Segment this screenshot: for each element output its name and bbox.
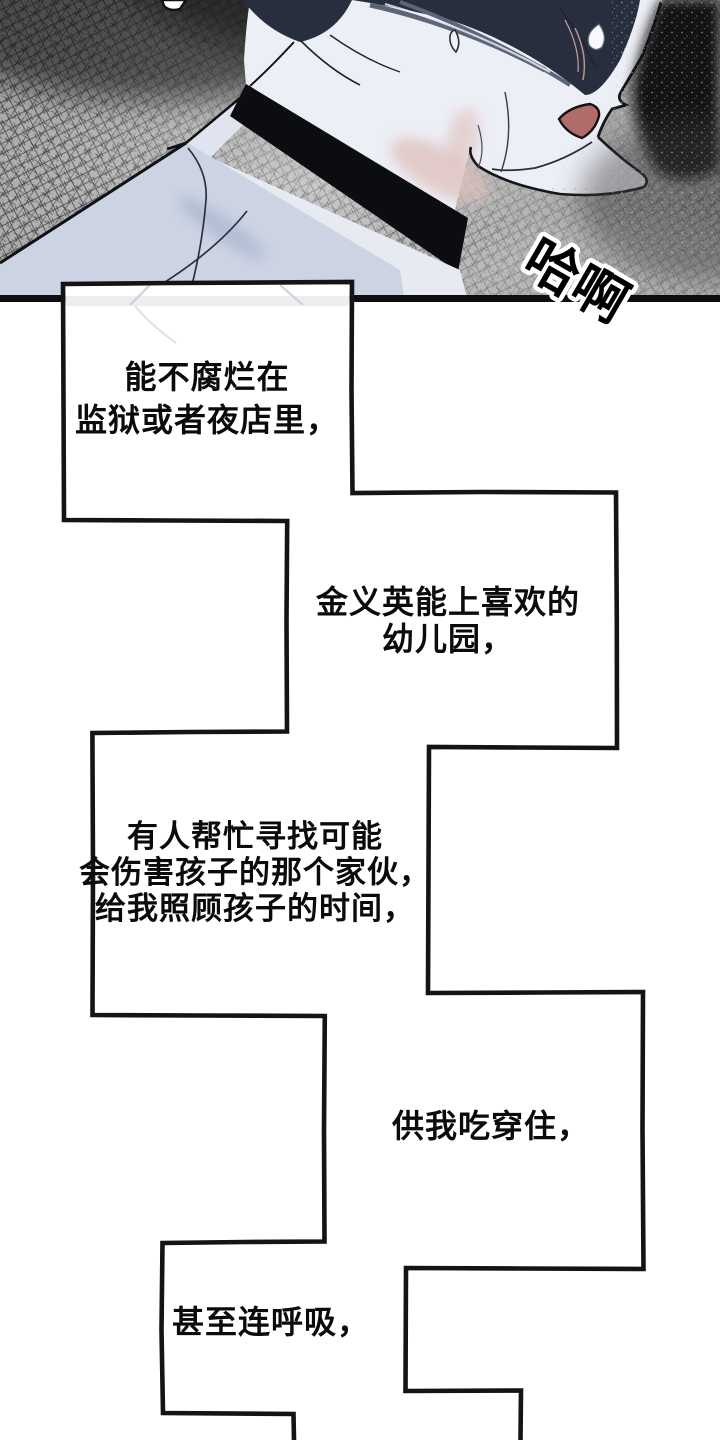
narration-line: 幼儿园， <box>381 620 515 658</box>
loose-strand-1 <box>299 39 361 86</box>
narration-box-2: 金义英能上喜欢的 幼儿园， <box>316 584 580 658</box>
loose-strand-3 <box>559 7 597 69</box>
narration-line: 监狱或者夜店里， <box>74 401 340 439</box>
hair-gap-strand <box>384 2 551 73</box>
narration-line: 会伤害孩子的那个家伙， <box>79 855 431 891</box>
narration-line: 给我照顾孩子的时间， <box>95 891 415 927</box>
nape-line <box>249 41 295 87</box>
tear-drop <box>587 23 606 51</box>
narration-line: 能不腐烂在 <box>124 358 290 396</box>
shoulder-shadow <box>178 196 266 260</box>
narration-line: 供我吃穿住， <box>391 1107 591 1145</box>
collar-notch <box>166 141 187 151</box>
neck-crease-2 <box>477 124 483 169</box>
narration-box-1: 能不腐烂在 监狱或者夜店里， <box>75 356 339 442</box>
narration-box-5: 甚至连呼吸， <box>172 1301 370 1343</box>
neck-crease-1 <box>500 91 510 173</box>
mouth <box>557 102 601 140</box>
collar-edge <box>185 87 253 144</box>
chest-tint <box>390 137 490 203</box>
sfx-text: 哈啊 <box>514 227 639 336</box>
hair-highlight-strand-2 <box>399 0 572 87</box>
sweat-drop <box>449 29 460 54</box>
manga-panel-artwork <box>0 0 720 302</box>
narration-box-4: 供我吃穿住， <box>392 1105 590 1147</box>
collar-band <box>230 84 468 272</box>
tan-strand-1 <box>574 27 586 81</box>
tan-strand-2 <box>564 19 579 73</box>
sfx: 哈啊 <box>509 222 643 340</box>
shoulder-seam-1 <box>187 147 208 301</box>
narration-line: 甚至连呼吸， <box>171 1303 371 1341</box>
shoulder-outline <box>0 141 187 265</box>
narration-box-3: 有人帮忙寻找可能 会伤害孩子的那个家伙， 给我照顾孩子的时间， <box>79 819 431 927</box>
sfx-fragment <box>160 0 188 12</box>
narration-line: 有人帮忙寻找可能 <box>127 819 383 855</box>
narration-line: 金义英能上喜欢的 <box>315 583 581 621</box>
hair-back <box>243 0 352 42</box>
hair-front <box>352 0 640 95</box>
loose-strand-2 <box>329 34 401 73</box>
